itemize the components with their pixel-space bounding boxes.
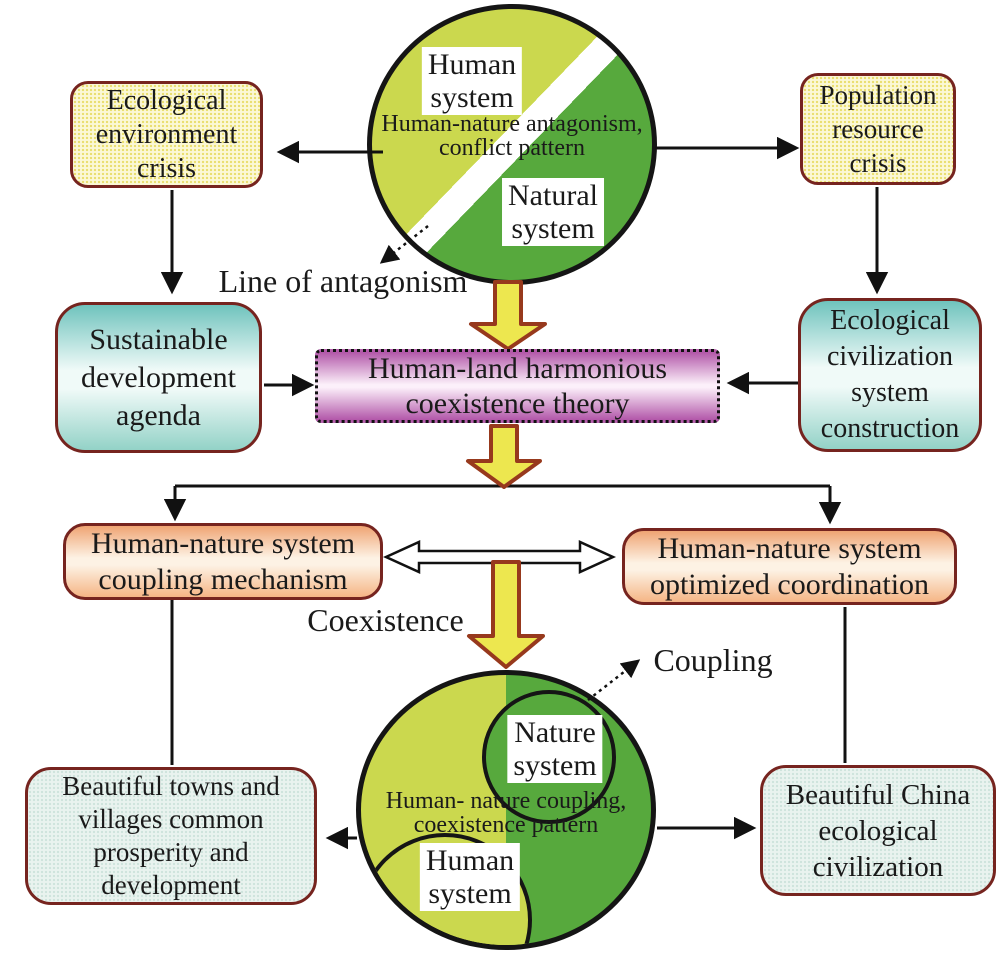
box-human-land-harmonious-coexistence-theory: Human-land harmonious coexistence theory — [315, 349, 720, 423]
hollow-double-arrow — [382, 540, 617, 574]
box-population-resource-crisis: Population resource crisis — [800, 73, 956, 185]
nature-system-label: Nature system — [507, 715, 603, 783]
line-of-antagonism-label: Line of antagonism — [218, 263, 468, 299]
human-system-label-top: Human system — [421, 47, 523, 115]
box-ecological-environment-crisis: Ecological environment crisis — [70, 81, 263, 188]
coupling-circle: Nature system Human- nature coupling, co… — [356, 670, 656, 950]
box-sustainable-development-agenda: Sustainable development agenda — [55, 302, 262, 453]
box-optimized-coordination: Human-nature system optimized coordinati… — [622, 528, 957, 605]
dotted-arrow-coupling — [587, 659, 641, 701]
box-coupling-mechanism: Human-nature system coupling mechanism — [63, 523, 383, 600]
coupling-label: Coupling — [653, 642, 773, 678]
coupling-pattern-text: Human- nature coupling, coexistence patt… — [385, 788, 627, 838]
natural-system-label: Natural system — [502, 178, 604, 246]
box-beautiful-china: Beautiful China ecological civilization — [760, 765, 996, 896]
antagonism-pattern-text: Human-nature antagonism, conflict patter… — [381, 111, 643, 161]
box-ecological-civilization-system-construction: Ecological civilization system construct… — [798, 298, 982, 452]
antagonism-circle: Human system Human-nature antagonism, co… — [367, 4, 657, 285]
block-arrow-theory-to-branch — [466, 424, 542, 489]
box-beautiful-towns-villages: Beautiful towns and villages common pros… — [25, 767, 317, 905]
coexistence-label: Coexistence — [307, 602, 464, 638]
human-system-label-bottom: Human system — [419, 843, 521, 911]
block-arrow-coexistence-to-circle — [467, 560, 545, 669]
